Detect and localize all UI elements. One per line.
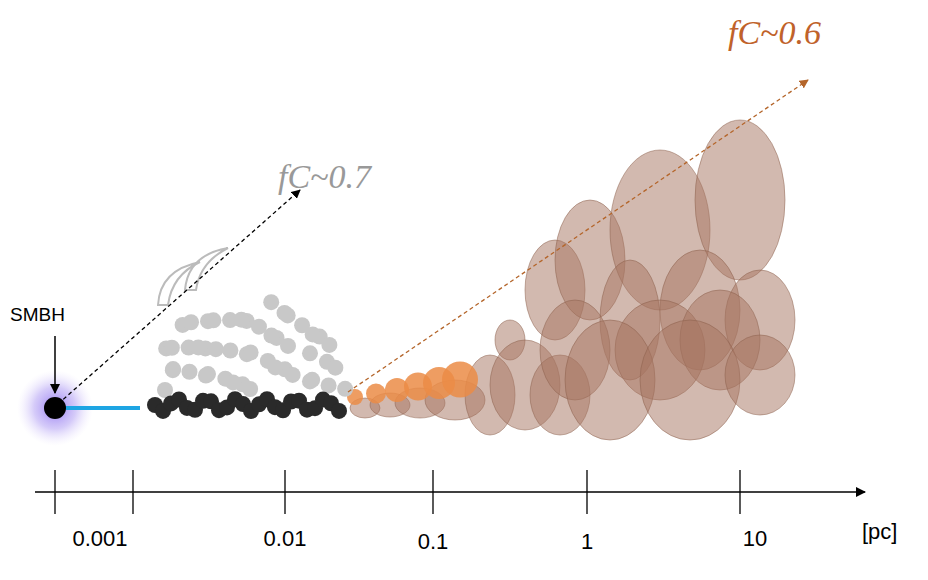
- wind-clump: [327, 360, 343, 376]
- wind-clump: [243, 345, 259, 361]
- tick-label: 0.001: [72, 527, 127, 551]
- wind-clump: [181, 364, 197, 380]
- wind-clumps: [157, 294, 353, 398]
- pointer-arrow: [54, 336, 56, 393]
- wind-clump: [200, 366, 216, 382]
- wind-clump: [208, 341, 224, 357]
- wind-clump: [263, 328, 279, 344]
- torus-clouds: [350, 120, 795, 440]
- axis-ticks: [55, 470, 740, 514]
- covering-factor: fC~0.7: [278, 158, 371, 195]
- wind-clump: [321, 377, 337, 393]
- outflow-arc: [158, 262, 200, 305]
- accretion-disk: [66, 406, 140, 410]
- wind-clump: [305, 326, 321, 342]
- wind-clump: [164, 340, 180, 356]
- wind-clump: [304, 372, 320, 388]
- wind-clump: [285, 367, 301, 383]
- wind-clump: [165, 361, 181, 377]
- axis-unit: [pc]: [862, 520, 897, 544]
- covering-factor: fC~0.6: [728, 14, 821, 51]
- orange-clump: [442, 362, 478, 398]
- covering-arrow: [348, 80, 808, 392]
- object-label: SMBH: [10, 305, 65, 326]
- outflow-arc: [185, 248, 228, 290]
- wind-clump: [337, 381, 353, 397]
- wind-clump: [242, 381, 258, 397]
- orange-clump: [366, 384, 386, 404]
- disk-clump: [331, 403, 347, 419]
- wind-clump: [267, 359, 283, 375]
- wind-clump: [205, 312, 221, 328]
- smbh-dot: [44, 397, 66, 419]
- wind-clump: [190, 339, 206, 355]
- wind-clump: [233, 312, 249, 328]
- wind-clump: [225, 374, 241, 390]
- tick-label: 10: [743, 527, 767, 551]
- disk-clumps: [147, 391, 347, 419]
- wind-clump: [280, 338, 296, 354]
- wind-clump: [263, 294, 279, 310]
- tick-label: 0.1: [418, 530, 449, 554]
- wind-clump: [276, 305, 292, 321]
- tick-label: 0.01: [264, 527, 307, 551]
- orange-clumps: [347, 362, 478, 406]
- wind-clump: [183, 314, 199, 330]
- wind-clump: [302, 345, 318, 361]
- covering-arrow: [58, 190, 300, 404]
- wind-clump: [222, 342, 238, 358]
- dust-cloud: [725, 335, 795, 415]
- tick-label: 1: [581, 530, 593, 554]
- wind-clump: [321, 337, 337, 353]
